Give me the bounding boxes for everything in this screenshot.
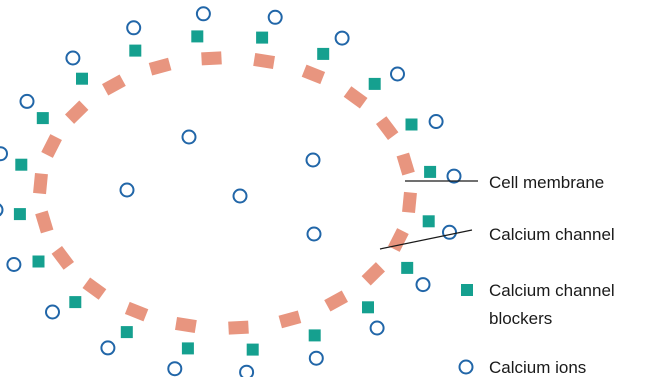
calcium-ion [0,203,4,217]
legend-blocker-label-line1: Calcium channel [489,281,615,300]
membrane-segment [388,228,409,252]
blocker-square [13,208,26,221]
membrane-segment [41,134,62,158]
blocker-square [32,255,45,268]
membrane-segment [343,86,368,109]
membrane-segment [148,57,172,76]
cell-membrane [33,51,417,335]
blocker-square [36,112,49,125]
membrane-segment [375,116,399,140]
blocker-square [368,77,381,90]
blocker-square [15,158,28,171]
legend-ion-icon [458,359,474,375]
calcium-ion [369,320,385,336]
membrane-segment [102,74,126,96]
legend-blocker-icon [461,284,473,296]
blocker-square [76,72,88,85]
calcium-ion [390,66,405,82]
label-calcium-channel: Calcium channel [489,225,615,244]
blocker-square [405,118,418,131]
blocker-square [308,329,321,342]
membrane-segment [175,317,197,333]
calcium-ion [232,188,248,204]
label-cell-membrane: Cell membrane [489,173,604,192]
membrane-segment [278,310,302,329]
calcium-ion [446,168,462,184]
membrane-segment [33,173,48,195]
membrane-segment [324,290,348,312]
blocker-square [317,47,330,60]
calcium-ion [45,304,60,320]
blocker-square [424,165,437,178]
calcium-ion [442,224,457,240]
membrane-segment [253,53,275,69]
blocker-square [69,296,82,309]
calcium-ion [6,257,22,272]
blocker-square [129,44,142,57]
calcium-ion [415,277,431,293]
calcium-ion [195,6,211,22]
blocker-square [256,31,269,44]
calcium-ion [0,146,8,162]
legend-blocker-label-line2: blockers [489,309,552,328]
calcium-ion [239,364,255,377]
legend-ion-label: Calcium ions [489,358,586,377]
membrane-segment [396,152,415,176]
membrane-segment [65,100,89,124]
calcium-ion [267,9,283,25]
calcium-ion [100,340,116,356]
calcium-ion [308,350,324,366]
calcium-ion [428,114,444,129]
membrane-segment [301,64,326,85]
calcium-ion [126,20,142,36]
calcium-ion [305,152,321,168]
membrane-segment [201,51,222,66]
calcium-ion [119,182,135,198]
calcium-ion [65,50,81,66]
blocker-square [120,326,133,339]
blocker-square [422,215,435,228]
membrane-segment [402,191,417,213]
calcium-ion [181,129,197,145]
calcium-ion [19,93,35,109]
blocker-square [246,343,259,356]
channel-leader-line [379,229,473,250]
membrane-segment [228,320,249,335]
calcium-ion [167,361,183,377]
membrane-segment [35,210,54,234]
blocker-square [181,342,194,355]
membrane-segment [361,262,385,286]
blocker-square [191,30,204,43]
calcium-channel-blockers [13,30,437,356]
blocker-square [362,301,374,314]
blocker-square [401,261,414,274]
calcium-ion [306,226,322,242]
calcium-ion [334,30,350,46]
membrane-segment [82,277,107,300]
membrane-segment [51,246,75,270]
calcium-ions [0,6,462,377]
membrane-segment [124,301,149,322]
